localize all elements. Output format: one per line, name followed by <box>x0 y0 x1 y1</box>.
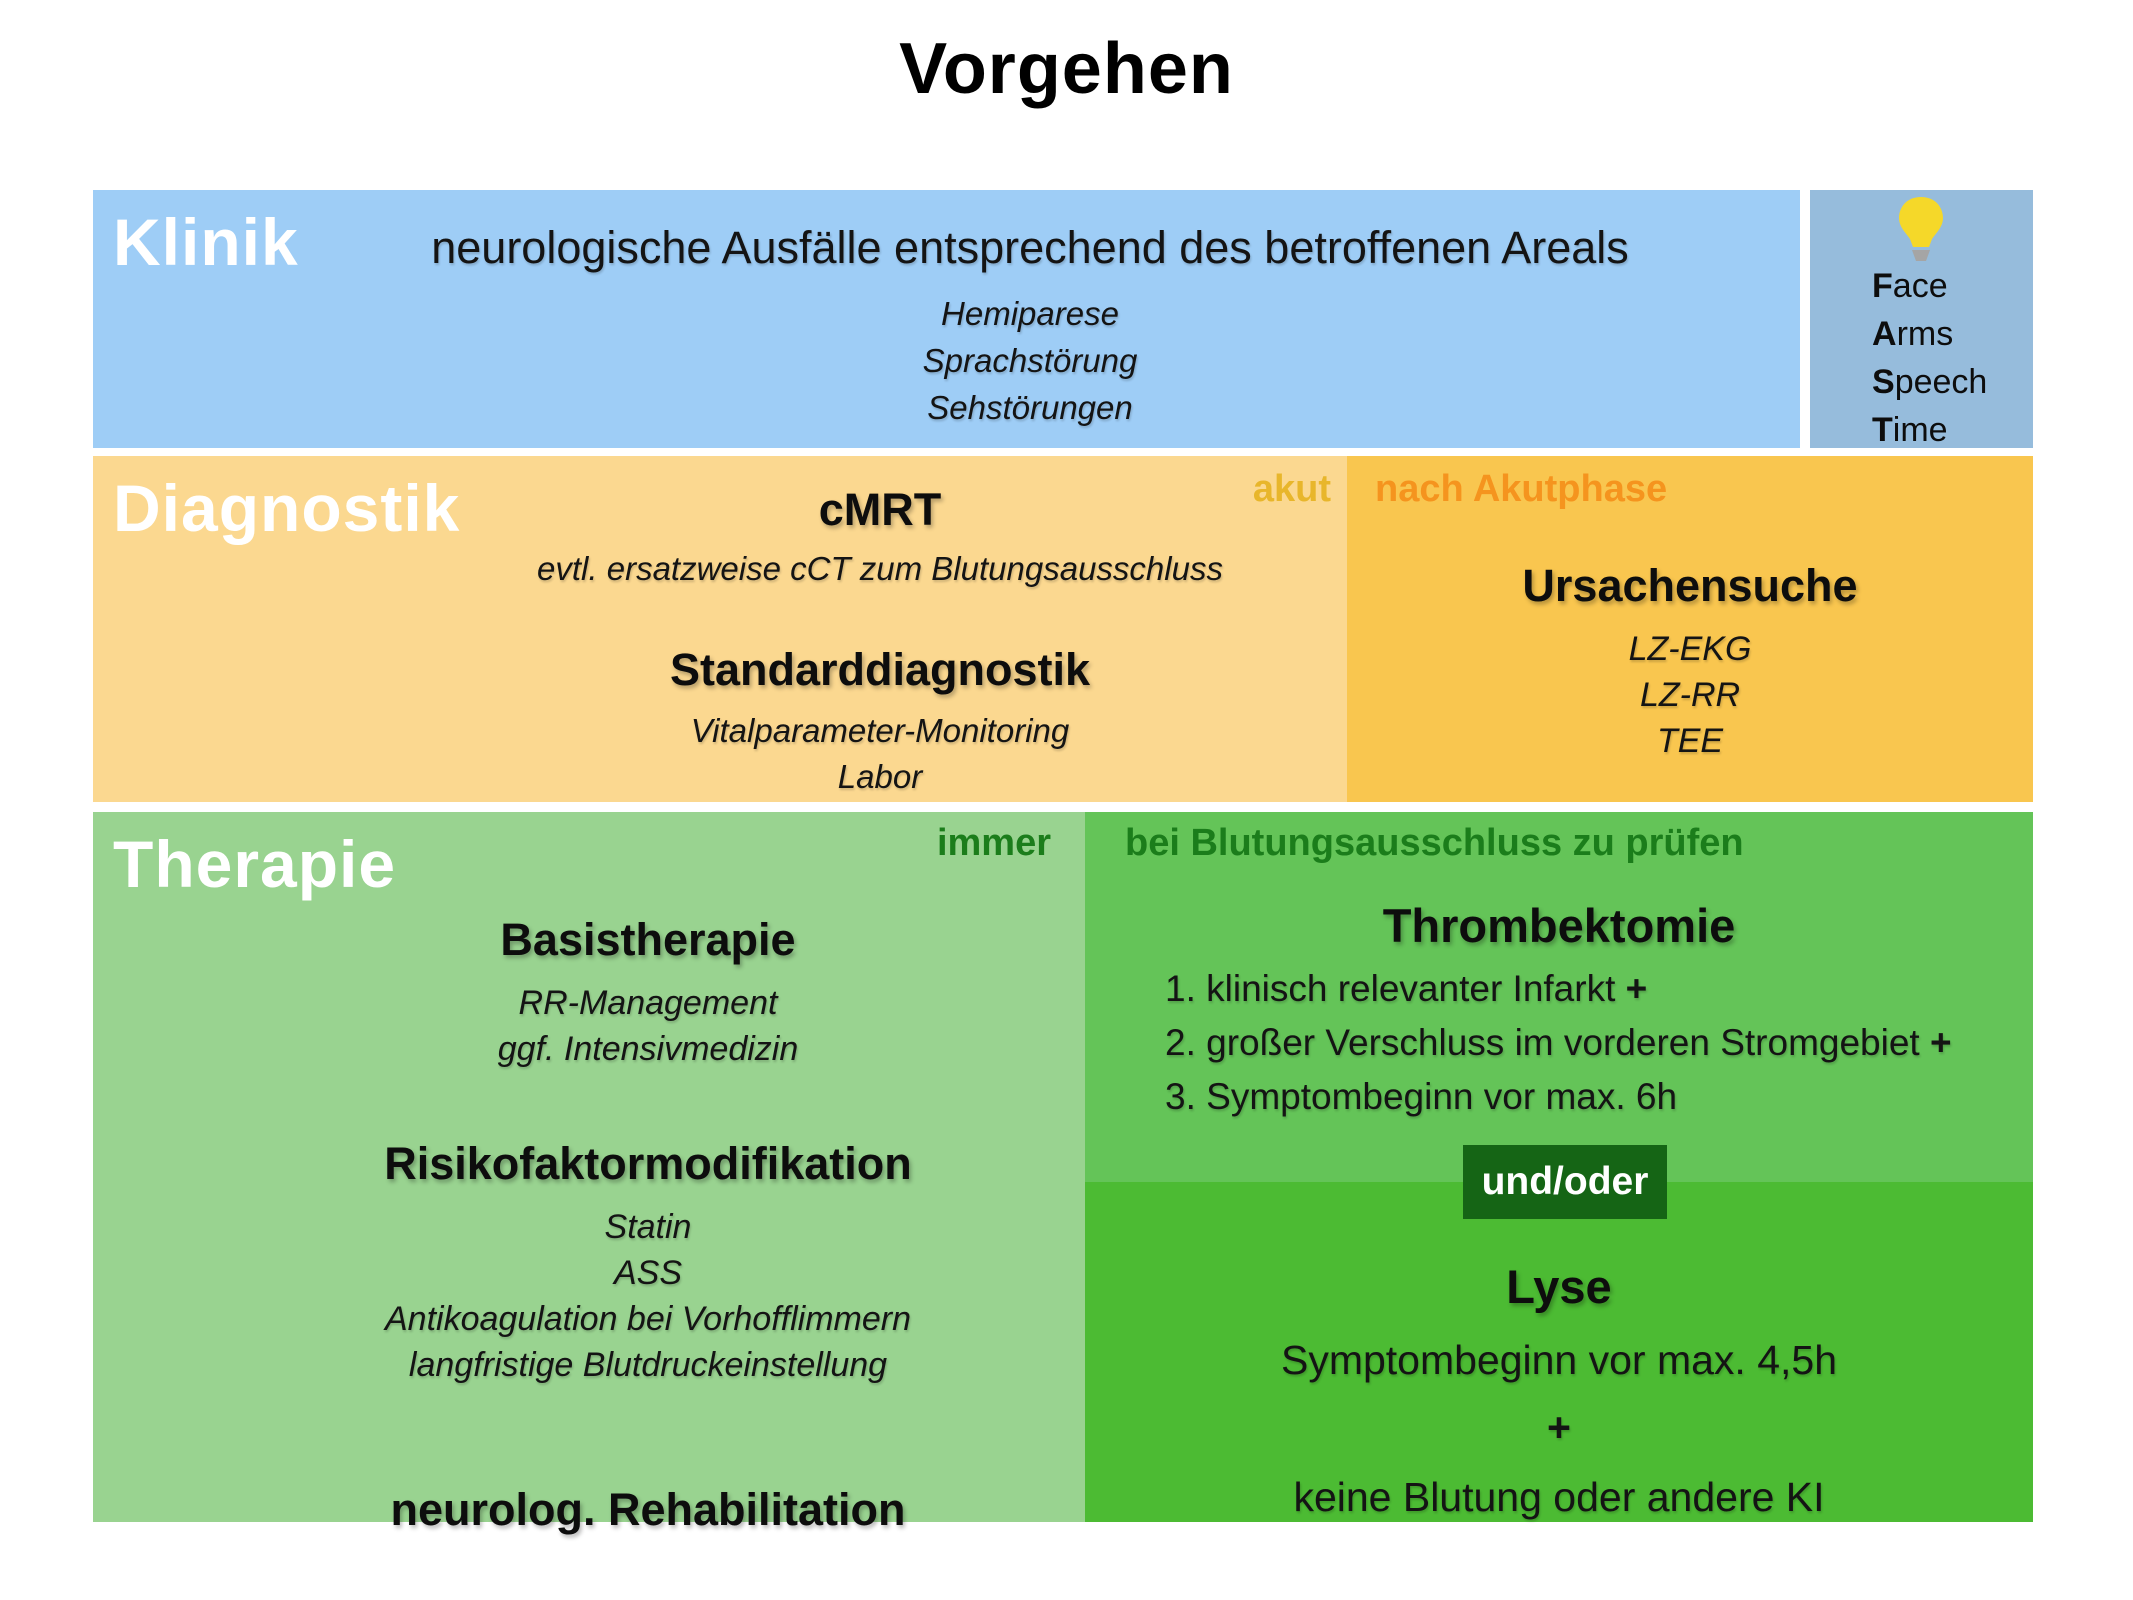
plus-connector: + <box>1547 1404 1571 1450</box>
fast-line-face: Face <box>1872 267 1948 305</box>
und-oder-badge: und/oder <box>1463 1145 1667 1219</box>
klinik-content: neurologische Ausfälle entsprechend des … <box>353 222 1707 431</box>
ursachensuche-item: TEE <box>1656 722 1724 760</box>
diagnostik-post-section: nach Akutphase Ursachensuche LZ-EKG LZ-R… <box>1347 456 2033 802</box>
criterion: 3. Symptombeginn vor max. 6h <box>1165 1076 1678 1117</box>
klinik-symptom: Sprachstörung <box>922 342 1138 379</box>
ursachensuche-heading: Ursachensuche <box>1522 560 1858 611</box>
klinik-section: Klinik neurologische Ausfälle entspreche… <box>93 190 1800 448</box>
diagnostik-label: Diagnostik <box>113 471 461 545</box>
lightbulb-icon <box>1886 196 1956 262</box>
nach-akutphase-tag: nach Akutphase <box>1375 468 1668 510</box>
fast-line-time: Time <box>1872 411 1948 449</box>
lyse-content: Lyse Symptombeginn vor max. 4,5h + keine… <box>1085 1260 2033 1521</box>
risikofaktor-item: langfristige Blutdruckeinstellung <box>408 1346 888 1384</box>
standarddiagnostik-heading: Standarddiagnostik <box>669 644 1091 695</box>
cmrt-heading: cMRT <box>818 484 942 535</box>
klinik-symptom: Hemiparese <box>941 295 1119 332</box>
therapie-always-section: Therapie immer Basistherapie RR-Manageme… <box>93 812 1085 1535</box>
thrombektomie-criteria: 1. klinisch relevanter Infarkt + 2. groß… <box>1165 962 2005 1124</box>
basistherapie-heading: Basistherapie <box>500 914 796 965</box>
risikofaktor-item: Antikoagulation bei Vorhofflimmern <box>384 1300 912 1338</box>
therapie-always-content: Basistherapie RR-Management ggf. Intensi… <box>153 812 1143 1536</box>
klinik-symptom: Sehstörungen <box>927 389 1133 426</box>
lyse-section: Lyse Symptombeginn vor max. 4,5h + keine… <box>1085 1182 2033 1522</box>
thrombektomie-section: bei Blutungsausschluss zu prüfen Thrombe… <box>1085 812 2033 1182</box>
risikofaktor-item: ASS <box>613 1254 683 1292</box>
lyse-criterion-bleeding: keine Blutung oder andere KI <box>1293 1474 1825 1520</box>
fast-line-speech: Speech <box>1872 363 1988 401</box>
standarddiagnostik-item: Vitalparameter-Monitoring <box>690 712 1070 749</box>
ursachensuche-item: LZ-RR <box>1639 676 1741 714</box>
blutungsausschluss-tag: bei Blutungsausschluss zu prüfen <box>1125 822 1744 864</box>
basistherapie-item: ggf. Intensivmedizin <box>497 1030 799 1068</box>
basistherapie-item: RR-Management <box>518 984 778 1022</box>
klinik-symptom-list: Hemiparese Sprachstörung Sehstörungen <box>353 290 1707 431</box>
lyse-criterion-time: Symptombeginn vor max. 4,5h <box>1280 1337 1838 1383</box>
criterion: 1. klinisch relevanter Infarkt + <box>1165 968 1648 1009</box>
klinik-label: Klinik <box>113 205 299 279</box>
akut-tag: akut <box>1252 468 1331 510</box>
diagnostik-acute-section: Diagnostik akut cMRT evtl. ersatzweise c… <box>93 456 1347 802</box>
criterion: 2. großer Verschluss im vorderen Stromge… <box>1165 1022 1952 1063</box>
ursachensuche-item: LZ-EKG <box>1628 630 1752 668</box>
fast-line-arms: Arms <box>1872 315 1954 353</box>
risikofaktor-item: Statin <box>604 1208 692 1246</box>
thrombektomie-heading: Thrombektomie <box>1382 899 1736 952</box>
fast-mnemonic-box: Face Arms Speech Time <box>1810 190 2033 449</box>
rehabilitation-heading: neurolog. Rehabilitation <box>390 1484 906 1535</box>
standarddiagnostik-item: Labor <box>837 758 923 795</box>
ursachensuche-content: Ursachensuche LZ-EKG LZ-RR TEE <box>1347 560 2033 764</box>
klinik-main-text: neurologische Ausfälle entsprechend des … <box>431 222 1629 273</box>
page-title: Vorgehen <box>899 29 1234 109</box>
lyse-heading: Lyse <box>1506 1260 1612 1313</box>
risikofaktor-heading: Risikofaktormodifikation <box>384 1138 912 1189</box>
diagnostik-acute-content: cMRT evtl. ersatzweise cCT zum Blutungsa… <box>373 484 1387 800</box>
cmrt-subtext: evtl. ersatzweise cCT zum Blutungsaussch… <box>537 550 1223 587</box>
fast-lines: Face Arms Speech Time <box>1872 262 1987 454</box>
immer-tag: immer <box>936 822 1051 864</box>
therapie-label: Therapie <box>113 827 397 901</box>
